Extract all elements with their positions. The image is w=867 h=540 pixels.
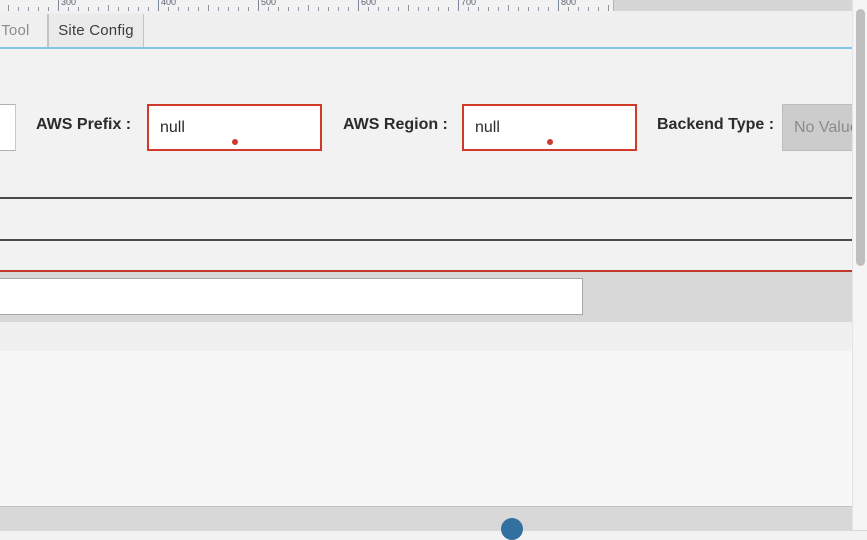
ruler-minor-tick: [428, 7, 429, 11]
ruler-active-region: [0, 0, 613, 11]
tab-bar: y Tool Site Config: [0, 11, 867, 49]
aws-region-required-dot-icon: [547, 139, 553, 145]
ruler-major-tick: [58, 0, 59, 11]
ruler-major-tick: [558, 0, 559, 11]
backend-type-value: No Value: [794, 118, 859, 136]
ruler-minor-tick: [18, 7, 19, 11]
ruler-minor-tick: [178, 7, 179, 11]
ruler-label: 300: [61, 0, 77, 7]
ruler-minor-tick: [128, 7, 129, 11]
ruler-minor-tick: [348, 7, 349, 11]
ruler-minor-tick: [208, 5, 209, 11]
ruler-minor-tick: [478, 7, 479, 11]
aws-region-value: null: [475, 118, 500, 136]
tab-tool-label: y Tool: [0, 22, 30, 39]
ruler-minor-tick: [598, 7, 599, 11]
ruler-minor-tick: [38, 7, 39, 11]
status-bar: [0, 506, 867, 531]
ruler-minor-tick: [418, 7, 419, 11]
ruler-minor-tick: [408, 5, 409, 11]
ruler-minor-tick: [548, 7, 549, 11]
ruler-minor-tick: [308, 5, 309, 11]
ruler-minor-tick: [298, 7, 299, 11]
tab-site-config-label: Site Config: [58, 22, 134, 39]
ruler-minor-tick: [188, 7, 189, 11]
ruler-minor-tick: [278, 7, 279, 11]
ruler-major-tick: [258, 0, 259, 11]
ruler-minor-tick: [228, 7, 229, 11]
ruler-label: 700: [461, 0, 477, 7]
ruler-minor-tick: [78, 7, 79, 11]
ruler-minor-tick: [578, 7, 579, 11]
tab-bar-empty-area: [145, 14, 867, 47]
ruler-major-tick: [358, 0, 359, 11]
aws-region-input[interactable]: null: [462, 104, 637, 151]
backend-type-label: Backend Type :: [657, 116, 775, 133]
aws-prefix-value: null: [160, 118, 185, 136]
ruler-minor-tick: [268, 7, 269, 11]
content-canvas: [0, 351, 867, 506]
ruler-minor-tick: [248, 7, 249, 11]
tab-site-config[interactable]: Site Config: [48, 14, 144, 47]
ruler-minor-tick: [498, 7, 499, 11]
ruler-minor-tick: [568, 7, 569, 11]
ruler-minor-tick: [438, 7, 439, 11]
ruler-minor-tick: [28, 7, 29, 11]
ruler-minor-tick: [528, 7, 529, 11]
partial-left-input[interactable]: [0, 104, 16, 151]
search-input[interactable]: [0, 278, 583, 315]
ruler-minor-tick: [388, 7, 389, 11]
ruler-inactive-region: [613, 0, 867, 11]
ruler-minor-tick: [468, 7, 469, 11]
filter-band: [0, 272, 853, 322]
ruler-minor-tick: [98, 7, 99, 11]
ruler-minor-tick: [488, 7, 489, 11]
ruler-minor-tick: [368, 7, 369, 11]
ruler-major-tick: [458, 0, 459, 11]
ruler-label: 600: [361, 0, 377, 7]
ruler-minor-tick: [318, 7, 319, 11]
ruler-minor-tick: [198, 7, 199, 11]
tertiary-strip: [0, 241, 853, 272]
ruler-label: 800: [561, 0, 577, 7]
form-row-aws: AWS Prefix : null AWS Region : null Back…: [0, 104, 867, 154]
ruler-minor-tick: [448, 7, 449, 11]
aws-prefix-label: AWS Prefix :: [36, 116, 132, 133]
site-config-form-panel: AWS Prefix : null AWS Region : null Back…: [0, 49, 867, 199]
aws-region-label: AWS Region :: [343, 116, 448, 133]
ruler-minor-tick: [288, 7, 289, 11]
info-circle-icon[interactable]: [501, 518, 523, 540]
lower-strip: [0, 322, 853, 352]
aws-prefix-required-dot-icon: [232, 139, 238, 145]
ruler-minor-tick: [508, 5, 509, 11]
ruler-minor-tick: [48, 7, 49, 11]
vertical-scrollbar[interactable]: [852, 0, 867, 530]
ruler-minor-tick: [108, 5, 109, 11]
ruler-minor-tick: [588, 7, 589, 11]
ruler-minor-tick: [218, 7, 219, 11]
ruler-minor-tick: [338, 7, 339, 11]
ruler-minor-tick: [138, 7, 139, 11]
ruler-minor-tick: [88, 7, 89, 11]
aws-prefix-input[interactable]: null: [147, 104, 322, 151]
ruler-minor-tick: [538, 7, 539, 11]
ruler-minor-tick: [518, 7, 519, 11]
ruler-minor-tick: [8, 5, 9, 11]
ruler-minor-tick: [68, 7, 69, 11]
ruler-major-tick: [158, 0, 159, 11]
ruler-minor-tick: [378, 7, 379, 11]
ruler-minor-tick: [328, 7, 329, 11]
secondary-toolbar-strip: [0, 199, 853, 241]
ruler-minor-tick: [148, 7, 149, 11]
tab-tool[interactable]: y Tool: [0, 14, 48, 47]
ruler-minor-tick: [608, 5, 609, 11]
ruler-label: 500: [261, 0, 277, 7]
scrollbar-thumb[interactable]: [856, 9, 865, 266]
ruler-minor-tick: [118, 7, 119, 11]
ruler-label: 400: [161, 0, 177, 7]
ruler-minor-tick: [168, 7, 169, 11]
ruler-minor-tick: [398, 7, 399, 11]
ruler-minor-tick: [238, 7, 239, 11]
